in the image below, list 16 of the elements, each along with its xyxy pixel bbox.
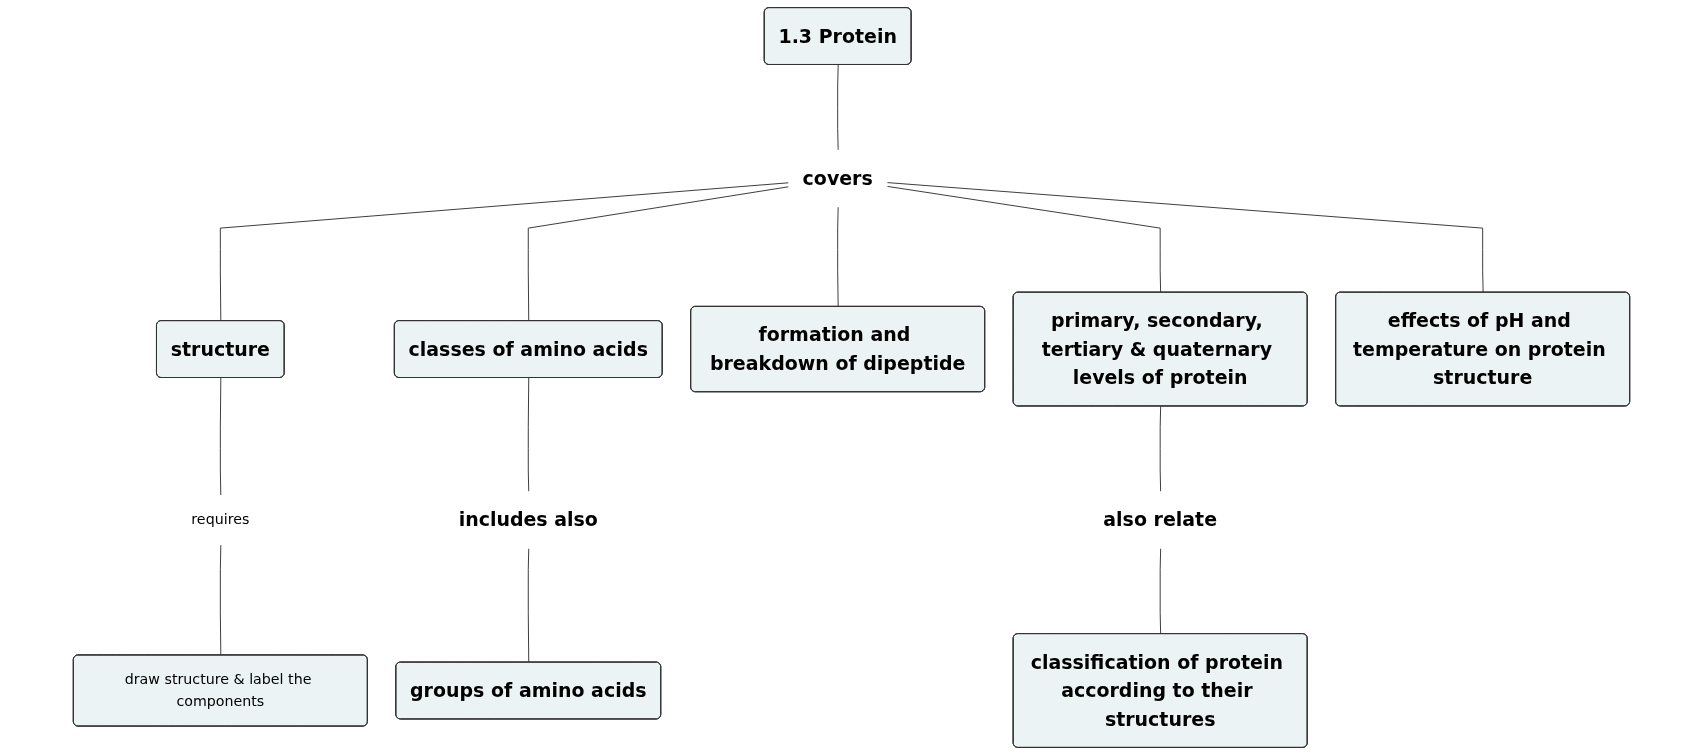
node-text: covers <box>802 166 873 190</box>
connector <box>887 185 1162 294</box>
connector <box>527 377 530 493</box>
connector <box>837 206 839 308</box>
connector <box>1159 405 1162 493</box>
connector <box>219 377 222 496</box>
connector <box>527 548 530 663</box>
connector <box>527 186 790 322</box>
connector <box>1159 548 1162 635</box>
connector <box>837 64 839 151</box>
node-text: requires <box>191 511 250 529</box>
node-text: also relate <box>1103 508 1218 532</box>
connector <box>219 182 790 322</box>
connector <box>887 182 1484 294</box>
connector <box>219 544 222 656</box>
node-text: includes also <box>458 508 598 532</box>
